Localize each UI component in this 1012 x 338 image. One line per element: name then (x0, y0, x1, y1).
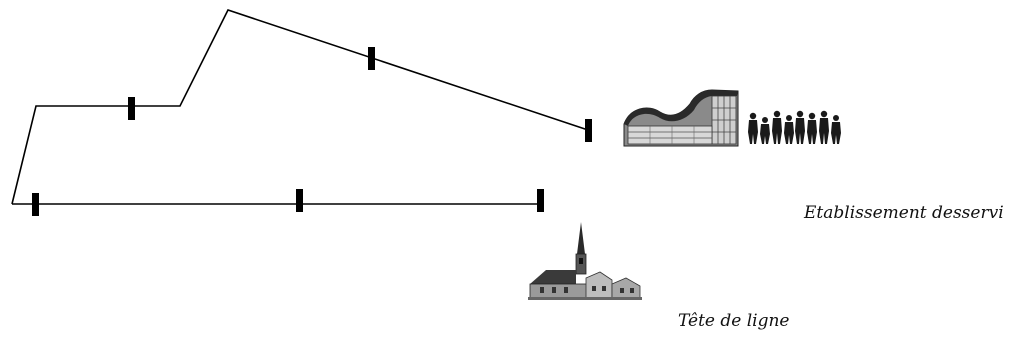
church-icon (528, 222, 642, 300)
school-building-icon (623, 89, 739, 147)
bus-stop-marker (32, 193, 39, 216)
bus-route-line (11, 9, 589, 205)
bus-stop-marker (537, 189, 544, 212)
bus-stop-marker (128, 97, 135, 120)
bus-stop-marker (296, 189, 303, 212)
people-group-icon (748, 110, 841, 144)
establishment-caption: Etablissement desservi (804, 203, 1004, 223)
bus-stop-marker (368, 47, 375, 70)
bus-stop-marker (585, 119, 592, 142)
line-head-caption: Tête de ligne (678, 311, 790, 331)
